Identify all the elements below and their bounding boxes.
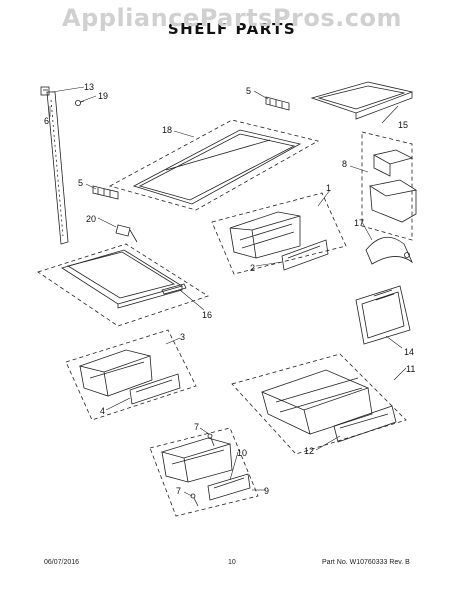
callout-6: 6 bbox=[44, 116, 49, 126]
page-title: SHELF PARTS bbox=[167, 20, 297, 38]
drawer-screw-part-7-bottom bbox=[190, 493, 199, 507]
shelf-clip-part-5-top bbox=[265, 96, 290, 111]
pantry-cover-part-12 bbox=[333, 405, 397, 443]
callout-5-top: 5 bbox=[246, 86, 251, 96]
shelf-clip-part-5-left bbox=[92, 185, 119, 200]
callout-11: 11 bbox=[406, 364, 415, 374]
callout-13: 13 bbox=[84, 82, 94, 92]
watermark: AppliancePartsPros.com bbox=[62, 4, 402, 32]
small-drawer-part-9 bbox=[149, 427, 259, 517]
callout-4: 4 bbox=[100, 406, 105, 416]
callout-20: 20 bbox=[86, 214, 96, 224]
callout-15: 15 bbox=[398, 120, 408, 130]
callout-7-top: 7 bbox=[194, 422, 199, 432]
callout-2: 2 bbox=[250, 263, 255, 273]
pantry-drawer-part-11 bbox=[231, 353, 407, 455]
callout-14: 14 bbox=[404, 347, 414, 357]
small-drawer-cover-part-10 bbox=[207, 473, 251, 501]
top-shelf-part-18 bbox=[108, 119, 320, 211]
lower-bin-cover-part-4 bbox=[129, 373, 181, 405]
lower-bin-part-3 bbox=[65, 329, 197, 421]
pantry-cover-part-14 bbox=[355, 285, 411, 345]
callout-9: 9 bbox=[264, 486, 269, 496]
callout-7-bottom: 7 bbox=[176, 486, 181, 496]
lower-shelf-part-16 bbox=[37, 243, 209, 327]
callout-10: 10 bbox=[237, 448, 247, 458]
callout-5-left: 5 bbox=[78, 178, 83, 188]
callout-18: 18 bbox=[162, 125, 172, 135]
callout-3: 3 bbox=[180, 332, 185, 342]
rail-clip-part-13 bbox=[40, 86, 50, 96]
crisper-cover-part-2 bbox=[281, 239, 329, 271]
callout-17: 17 bbox=[354, 218, 364, 228]
callout-8: 8 bbox=[342, 159, 347, 169]
callout-16: 16 bbox=[202, 310, 212, 320]
footer-page-number: 10 bbox=[228, 559, 236, 566]
callout-12: 12 bbox=[304, 446, 314, 456]
leader-lines bbox=[49, 86, 407, 497]
footer-part-number: Part No. W10760333 Rev. B bbox=[322, 559, 410, 566]
divider-part-17 bbox=[365, 236, 413, 265]
callout-1: 1 bbox=[326, 183, 331, 193]
footer-date: 06/07/2016 bbox=[44, 559, 80, 566]
drawer-screw-part-7-top bbox=[207, 433, 215, 447]
bracket-screw-part-20 bbox=[115, 224, 138, 243]
glass-shelf-part-15 bbox=[310, 81, 414, 120]
crisper-bin-part-1 bbox=[211, 192, 347, 275]
deli-drawer-part-8 bbox=[361, 131, 418, 241]
callout-19: 19 bbox=[98, 91, 108, 101]
